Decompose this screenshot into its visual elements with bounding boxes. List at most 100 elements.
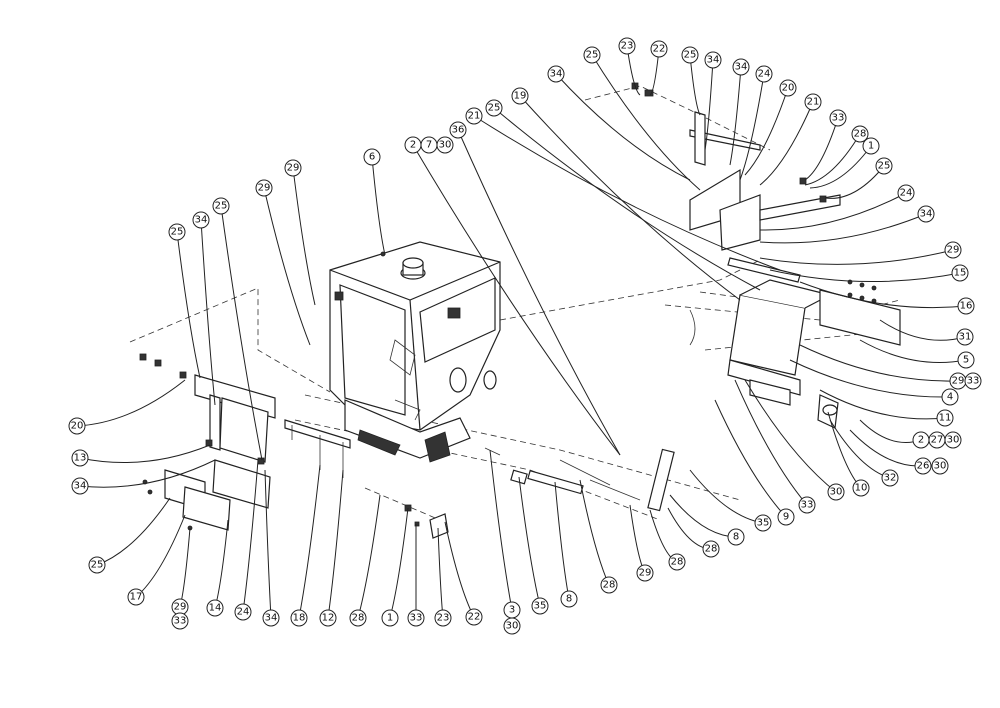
callout-34-c: 34 <box>732 58 750 76</box>
svg-text:24: 24 <box>758 69 771 80</box>
svg-text:34: 34 <box>195 215 208 226</box>
svg-text:35: 35 <box>757 518 770 529</box>
right-chute-assembly <box>631 82 901 429</box>
leader-callout-29-f <box>292 167 316 306</box>
leader-callout-24-b <box>759 192 907 231</box>
leader-callout-25-b <box>591 54 701 191</box>
svg-text:24: 24 <box>237 607 250 618</box>
svg-text:25: 25 <box>171 227 184 238</box>
callout-28-e: 28 <box>349 609 367 627</box>
callout-23-b: 23 <box>434 609 452 627</box>
leader-callout-30-d <box>744 379 837 493</box>
callout-12: 12 <box>319 609 337 627</box>
svg-text:33: 33 <box>967 376 980 387</box>
leader-callout-13 <box>79 444 211 464</box>
callout-29: 29 <box>944 241 962 259</box>
svg-text:33: 33 <box>801 500 814 511</box>
callout-24-c: 24 <box>234 603 252 621</box>
leader-callout-11 <box>819 389 946 420</box>
callout-34-b: 34 <box>704 51 722 69</box>
svg-text:27: 27 <box>931 435 944 446</box>
leader-lines <box>76 45 967 619</box>
svg-text:13: 13 <box>74 453 87 464</box>
leader-callout-8 <box>669 494 737 538</box>
svg-text:29: 29 <box>947 245 960 256</box>
callout-8-b: 8 <box>560 590 578 608</box>
svg-text:30: 30 <box>947 435 960 446</box>
leader-callout-2 <box>412 144 621 456</box>
leader-callout-33-c <box>734 379 808 506</box>
svg-text:28: 28 <box>854 129 867 140</box>
leader-callout-34-f <box>79 459 216 488</box>
svg-text:2: 2 <box>918 435 924 446</box>
callout-28-c: 28 <box>668 553 686 571</box>
svg-text:29: 29 <box>174 602 187 613</box>
callout-7: 7 <box>420 136 438 154</box>
callout-1: 1 <box>862 137 880 155</box>
leader-callout-36 <box>457 129 621 456</box>
callout-21-b: 21 <box>804 93 822 111</box>
svg-text:32: 32 <box>884 473 897 484</box>
callout-25-c: 25 <box>681 46 699 64</box>
svg-text:18: 18 <box>293 613 306 624</box>
leader-callout-24 <box>739 73 765 181</box>
svg-text:29: 29 <box>639 568 652 579</box>
svg-text:2: 2 <box>410 140 416 151</box>
svg-text:17: 17 <box>130 592 143 603</box>
callout-29-c: 29 <box>636 564 654 582</box>
leader-callout-25-c <box>689 54 701 116</box>
svg-text:36: 36 <box>452 125 465 136</box>
callout-29-f: 29 <box>284 159 302 177</box>
hopper-assembly <box>329 241 501 463</box>
svg-text:28: 28 <box>352 613 365 624</box>
callout-24: 24 <box>755 65 773 83</box>
leader-callout-29-e <box>263 187 311 346</box>
callout-34-g: 34 <box>192 211 210 229</box>
callout-4: 4 <box>941 388 959 406</box>
svg-text:33: 33 <box>832 113 845 124</box>
callout-9: 9 <box>777 508 795 526</box>
left-panel-assembly <box>139 353 351 531</box>
leader-callout-21-b <box>759 101 814 186</box>
leader-callout-12 <box>327 469 344 619</box>
callout-25-e: 25 <box>88 556 106 574</box>
leader-callout-25-f <box>176 231 201 379</box>
callout-25-g: 25 <box>212 197 230 215</box>
callout-20: 20 <box>779 79 797 97</box>
callout-33-b: 33 <box>964 372 982 390</box>
svg-text:5: 5 <box>963 355 969 366</box>
leader-callout-34-d <box>759 213 927 244</box>
svg-text:24: 24 <box>900 188 913 199</box>
leader-callout-2-b <box>859 419 922 443</box>
callout-30-e: 30 <box>503 617 521 635</box>
callout-5: 5 <box>957 351 975 369</box>
svg-text:1: 1 <box>868 141 874 152</box>
callout-14: 14 <box>206 599 224 617</box>
callout-32: 32 <box>881 469 899 487</box>
svg-text:8: 8 <box>733 532 739 543</box>
svg-text:10: 10 <box>855 483 868 494</box>
leader-callout-5 <box>859 339 967 363</box>
callout-33: 33 <box>829 109 847 127</box>
svg-text:30: 30 <box>506 621 519 632</box>
leader-callout-34-g <box>200 219 216 406</box>
leader-callout-9 <box>714 399 787 518</box>
svg-text:22: 22 <box>468 612 481 623</box>
svg-text:3: 3 <box>509 605 515 616</box>
callout-28: 28 <box>851 125 869 143</box>
svg-text:4: 4 <box>947 392 953 403</box>
callout-29-e: 29 <box>255 179 273 197</box>
leader-callout-20 <box>744 87 789 176</box>
callout-19: 19 <box>511 87 529 105</box>
callout-8: 8 <box>727 528 745 546</box>
svg-text:19: 19 <box>514 91 527 102</box>
leader-callout-34-b <box>704 59 714 151</box>
leader-callout-25-g <box>220 205 263 461</box>
leader-callout-15 <box>769 269 961 283</box>
callout-30: 30 <box>436 136 454 154</box>
svg-text:28: 28 <box>671 557 684 568</box>
svg-text:25: 25 <box>586 50 599 61</box>
svg-text:29: 29 <box>952 376 965 387</box>
svg-text:34: 34 <box>265 613 278 624</box>
callout-27: 27 <box>928 431 946 449</box>
